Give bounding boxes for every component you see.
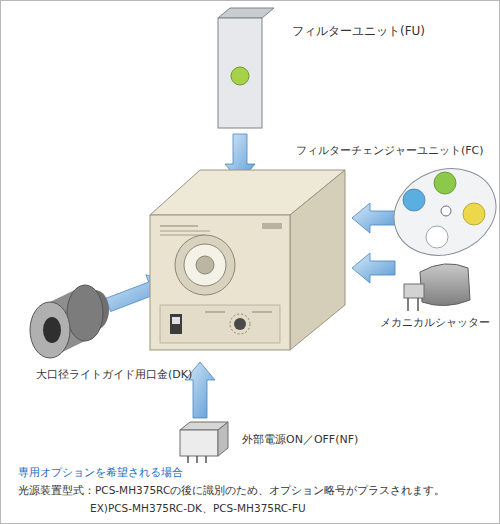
mechanical-shutter: [404, 264, 470, 311]
note-example: EX)PCS-MH375RC-DK、PCS-MH375RC-FU: [90, 502, 306, 515]
note-text: 光源装置型式：PCS-MH375RCの後に識別のため、オプション略号がプラスされ…: [18, 484, 445, 497]
filter-changer-wheel: [382, 155, 500, 270]
light-source-housing: [150, 170, 345, 350]
part-label: メカニカルシャッター: [380, 316, 490, 330]
note-heading: 専用オプションを希望される場合: [18, 466, 183, 480]
light-guide-adapter: [30, 285, 109, 358]
external-power-unit: [180, 422, 228, 463]
part-label: 大口径ライトガイド用口金(DK): [36, 368, 192, 382]
filter-unit: [218, 8, 274, 128]
part-label: フィルターユニット(FU): [292, 24, 425, 39]
part-label: フィルターチェンジャーユニット(FC): [296, 144, 484, 158]
part-label: 外部電源ON／OFF(NF): [242, 433, 358, 447]
